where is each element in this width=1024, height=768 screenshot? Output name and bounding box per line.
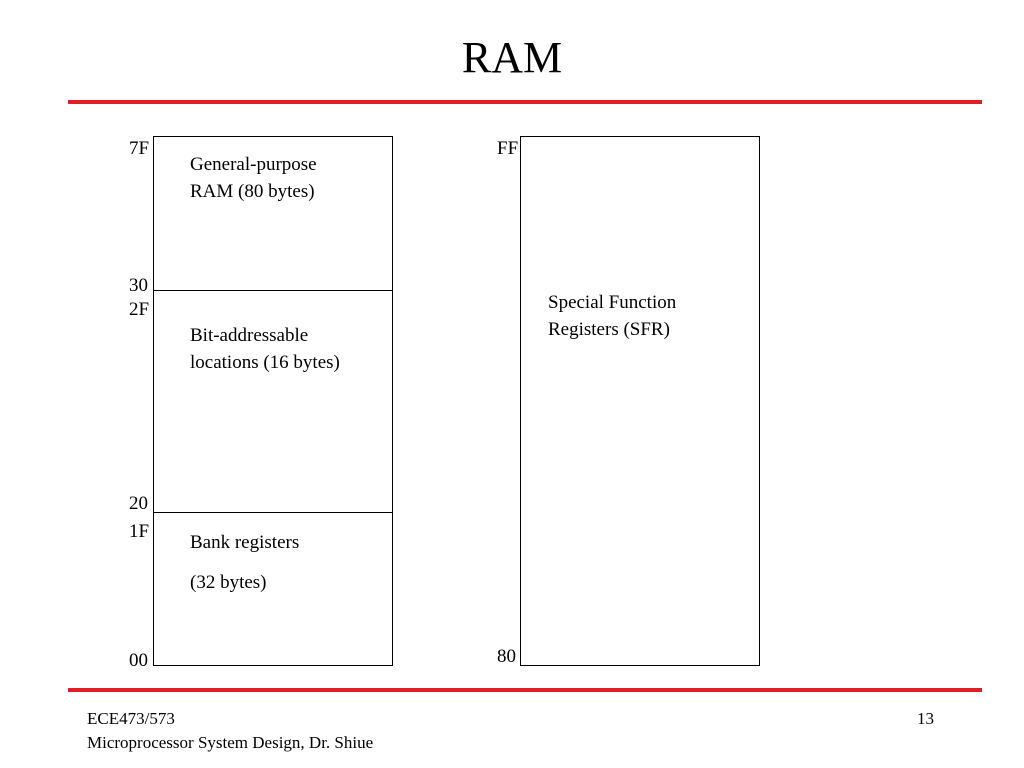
general-purpose-ram-label-line-1: General-purpose: [190, 154, 317, 175]
address-label-20: 20: [129, 493, 148, 514]
footer-divider: [68, 688, 982, 692]
address-label-00: 00: [129, 650, 148, 671]
bit-addressable-label: Bit-addressable locations (16 bytes): [190, 322, 340, 376]
general-purpose-ram-label-line-2: RAM (80 bytes): [190, 181, 315, 202]
footer-subtitle: Microprocessor System Design, Dr. Shiue: [87, 733, 374, 752]
footer-course: ECE473/573: [87, 709, 175, 728]
sfr-label-line-2: Registers (SFR): [548, 319, 670, 340]
sfr-label-line-1: Special Function: [548, 292, 677, 313]
bank-registers-segment: Bank registers (32 bytes): [154, 512, 392, 665]
address-label-80: 80: [497, 646, 516, 667]
lower-ram-block: General-purpose RAM (80 bytes) Bit-addre…: [153, 136, 393, 666]
bit-addressable-label-line-2: locations (16 bytes): [190, 352, 340, 373]
address-label-2f: 2F: [129, 299, 150, 320]
bank-registers-label-line-1: Bank registers: [190, 532, 300, 553]
bank-registers-label: Bank registers (32 bytes): [190, 529, 299, 596]
address-label-ff: FF: [497, 138, 519, 159]
bank-registers-label-line-2: (32 bytes): [190, 572, 267, 593]
address-label-1f: 1F: [129, 521, 150, 542]
title-divider: [68, 100, 982, 104]
general-purpose-ram-segment: General-purpose RAM (80 bytes): [154, 137, 392, 290]
general-purpose-ram-label: General-purpose RAM (80 bytes): [190, 151, 317, 205]
sfr-block: Special Function Registers (SFR): [520, 136, 760, 666]
bit-addressable-label-line-1: Bit-addressable: [190, 325, 309, 346]
address-label-30: 30: [129, 275, 148, 296]
sfr-label: Special Function Registers (SFR): [548, 289, 676, 343]
slide-title: RAM: [461, 33, 563, 82]
address-label-7f: 7F: [129, 138, 150, 159]
footer-page-number: 13: [917, 709, 934, 728]
bit-addressable-segment: Bit-addressable locations (16 bytes): [154, 290, 392, 512]
